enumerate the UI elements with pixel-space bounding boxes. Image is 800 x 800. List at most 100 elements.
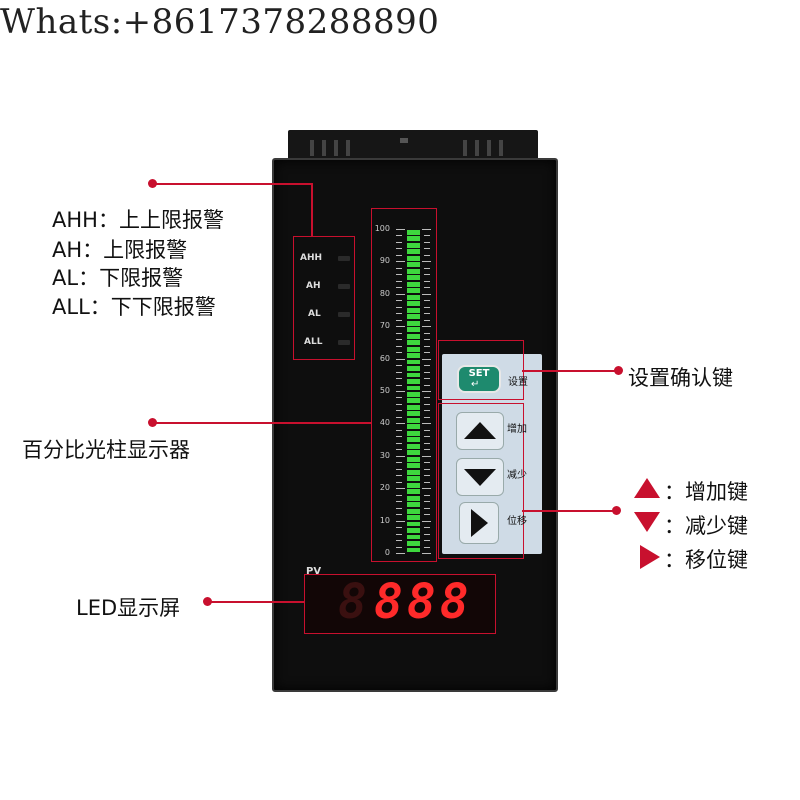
- scale-tick-mark: [424, 429, 430, 431]
- scale-tick-mark: [396, 300, 402, 302]
- bargraph-segment: [407, 301, 420, 307]
- scale-tick-mark: [422, 326, 431, 328]
- set-button[interactable]: SET ↵: [457, 365, 501, 393]
- scale-tick-mark: [422, 520, 431, 522]
- scale-tick-mark: [422, 488, 431, 490]
- scale-tick-mark: [424, 287, 430, 289]
- scale-tick-mark: [396, 553, 405, 554]
- annotation-dot-led: [203, 597, 212, 606]
- scale-tick-mark: [424, 280, 430, 282]
- annotation-dot-arrows: [612, 506, 621, 515]
- scale-tick-mark: [396, 365, 402, 367]
- bargraph-segment: [407, 508, 420, 514]
- scale-tick-mark: [396, 455, 405, 457]
- bargraph-segment: [407, 430, 420, 436]
- scale-tick-mark: [396, 403, 402, 405]
- alarm-legend-line: ALL：下下限报警: [52, 295, 216, 319]
- scale-tick-mark: [424, 462, 430, 464]
- scale-tick-mark: [396, 507, 402, 509]
- watermark-contact: Whats:+8617378288890: [0, 2, 440, 42]
- device-top-vent: [288, 130, 538, 160]
- bargraph-segment: [407, 340, 420, 346]
- key-legend-down: ：减少键: [664, 514, 748, 538]
- bargraph-segment: [407, 242, 420, 248]
- scale-tick-mark: [424, 533, 430, 535]
- set-button-text: SET: [468, 368, 490, 379]
- scale-tick-mark: [424, 507, 430, 509]
- set-key-label: 设置: [508, 377, 528, 388]
- legend-down-arrow-icon: [634, 512, 660, 532]
- led-display-frame: [304, 574, 496, 634]
- alarm-led-all: [338, 340, 350, 345]
- scale-tick-mark: [396, 280, 402, 282]
- down-button[interactable]: [456, 458, 504, 496]
- bargraph-segment: [407, 489, 420, 495]
- alarm-label-ahh: AHH: [300, 253, 323, 263]
- alarm-label-al: AL: [308, 309, 321, 319]
- bargraph-segment: [407, 437, 420, 443]
- scale-tick-mark: [396, 449, 402, 451]
- bargraph-segment: [407, 379, 420, 384]
- annotation-line-arrows: [522, 510, 618, 512]
- bargraph-segment: [407, 534, 420, 540]
- scale-tick-mark: [424, 254, 430, 256]
- scale-tick-mark: [396, 514, 402, 516]
- bargraph-segment: [407, 281, 420, 287]
- alarm-label-all: ALL: [304, 337, 323, 347]
- scale-tick-mark: [424, 267, 430, 269]
- bargraph-segment: [407, 502, 420, 508]
- scale-tick-mark: [396, 306, 402, 308]
- bargraph-segment: [407, 495, 420, 501]
- bargraph-segment: [407, 366, 420, 371]
- scale-tick-label: 90: [379, 256, 390, 266]
- bargraph-segment: [407, 404, 420, 410]
- bargraph-segment: [407, 353, 420, 358]
- scale-tick-mark: [396, 501, 402, 503]
- scale-tick-mark: [396, 397, 402, 399]
- scale-tick-mark: [396, 429, 402, 431]
- scale-tick-mark: [422, 455, 431, 457]
- scale-tick-label: 20: [379, 483, 390, 493]
- scale-tick-label: 70: [379, 321, 390, 331]
- annotation-dot-alarm: [148, 179, 157, 188]
- alarm-led-ahh: [338, 256, 350, 261]
- up-button[interactable]: [456, 412, 504, 450]
- scale-tick-mark: [424, 241, 430, 243]
- bargraph-segment: [407, 456, 420, 462]
- annotation-line-alarm-vertical: [311, 183, 313, 237]
- arrow-keys-frame: [438, 403, 524, 559]
- scale-tick-mark: [396, 546, 402, 548]
- scale-tick-mark: [396, 326, 405, 328]
- shift-button[interactable]: [459, 502, 499, 544]
- scale-tick-mark: [396, 475, 402, 477]
- scale-tick-label: 50: [379, 386, 390, 395]
- scale-tick-mark: [424, 416, 430, 418]
- scale-tick-mark: [396, 378, 402, 380]
- bargraph-segment: [407, 275, 420, 281]
- annotation-line-led: [211, 601, 305, 603]
- scale-tick-mark: [424, 248, 430, 250]
- scale-tick-mark: [396, 352, 402, 354]
- scale-tick-mark: [396, 248, 402, 250]
- bargraph-segment: [407, 476, 420, 482]
- scale-tick-mark: [396, 494, 402, 496]
- bargraph-segment: [407, 528, 420, 533]
- pv-label: PV: [306, 566, 322, 577]
- scale-tick-label: 100: [374, 224, 390, 233]
- bargraph-segment: [407, 255, 420, 261]
- scale-tick-label: 80: [379, 288, 390, 298]
- scale-tick-mark: [396, 468, 402, 470]
- scale-tick-mark: [396, 313, 402, 315]
- bargraph-segment: [407, 469, 420, 475]
- scale-tick-mark: [424, 332, 430, 334]
- scale-tick-mark: [424, 410, 430, 412]
- scale-tick-label: 60: [379, 353, 390, 363]
- scale-tick-label: 40: [379, 418, 390, 428]
- bargraph-segment: [407, 333, 420, 339]
- alarm-label-ah: AH: [306, 281, 321, 291]
- alarm-led-al: [338, 312, 350, 317]
- down-key-label: 减少: [507, 470, 527, 481]
- bargraph-segment: [407, 288, 420, 294]
- annotation-dot-set: [614, 366, 623, 375]
